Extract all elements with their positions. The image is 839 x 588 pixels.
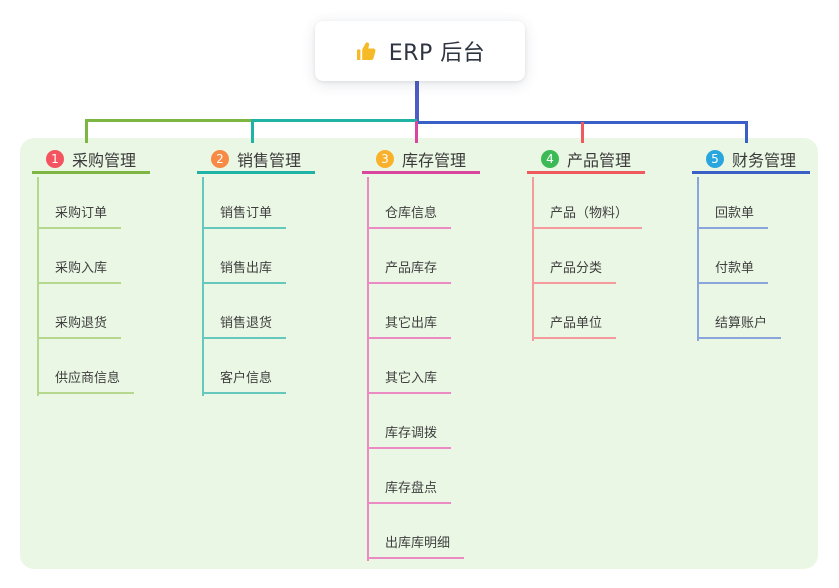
child-node[interactable]: 销售订单 xyxy=(202,199,287,229)
connector-drop-green xyxy=(85,119,88,143)
connector-root-line xyxy=(415,80,419,121)
child-node[interactable]: 产品库存 xyxy=(367,254,452,284)
branch-产品管理: 4 产品管理产品（物料） 产品分类产品单位 xyxy=(527,146,687,341)
branch-number-badge: 1 xyxy=(46,149,64,168)
branch-header[interactable]: 2 销售管理 xyxy=(197,146,315,174)
child-node[interactable]: 其它入库 xyxy=(367,364,452,394)
branch-header[interactable]: 1 采购管理 xyxy=(32,146,150,174)
branch-title: 销售管理 xyxy=(237,150,302,170)
branch-title: 产品管理 xyxy=(567,150,632,170)
branch-trunk-line xyxy=(202,177,204,396)
connector-drop-red xyxy=(581,122,584,143)
child-node[interactable]: 产品（物料） xyxy=(532,199,643,229)
branch-销售管理: 2 销售管理销售订单销售出库销售退货客户信息 xyxy=(197,146,357,396)
branch-财务管理: 5 财务管理回款单付款单结算账户 xyxy=(692,146,839,341)
thumbs-up-icon xyxy=(355,39,379,63)
branch-采购管理: 1 采购管理采购订单采购入库采购退货供应商信息 xyxy=(32,146,192,396)
child-node[interactable]: 客户信息 xyxy=(202,364,287,394)
root-node[interactable]: ERP 后台 xyxy=(315,21,525,81)
branch-库存管理: 3 库存管理仓库信息产品库存其它出库其它入库库存调拨库存盘点出库库明细 xyxy=(362,146,522,561)
child-node[interactable]: 采购订单 xyxy=(37,199,122,229)
child-node[interactable]: 出库库明细 xyxy=(367,529,465,559)
branch-number-badge: 2 xyxy=(211,149,229,168)
child-node[interactable]: 产品单位 xyxy=(532,309,617,339)
branch-header[interactable]: 4 产品管理 xyxy=(527,146,645,174)
branch-header[interactable]: 3 库存管理 xyxy=(362,146,480,174)
branch-trunk-line xyxy=(532,177,534,341)
branch-number-badge: 5 xyxy=(706,149,724,168)
child-node[interactable]: 销售退货 xyxy=(202,309,287,339)
child-node[interactable]: 库存盘点 xyxy=(367,474,452,504)
connector-bus-teal xyxy=(251,119,417,122)
child-node[interactable]: 结算账户 xyxy=(697,309,782,339)
branch-title: 财务管理 xyxy=(732,150,797,170)
connector-drop-teal xyxy=(251,119,254,143)
child-node[interactable]: 供应商信息 xyxy=(37,364,135,394)
branch-number-badge: 3 xyxy=(376,149,394,168)
branch-number-badge: 4 xyxy=(541,149,559,168)
child-node[interactable]: 销售出库 xyxy=(202,254,287,284)
branch-header[interactable]: 5 财务管理 xyxy=(692,146,810,174)
child-node[interactable]: 产品分类 xyxy=(532,254,617,284)
child-node[interactable]: 仓库信息 xyxy=(367,199,452,229)
connector-drop-blue xyxy=(745,122,748,143)
branch-title: 库存管理 xyxy=(402,150,467,170)
connector-bus-green xyxy=(85,119,253,122)
branch-trunk-line xyxy=(367,177,369,561)
child-node[interactable]: 采购退货 xyxy=(37,309,122,339)
branches-panel xyxy=(20,138,818,569)
branch-trunk-line xyxy=(37,177,39,396)
branch-trunk-line xyxy=(697,177,699,341)
child-node[interactable]: 回款单 xyxy=(697,199,769,229)
child-node[interactable]: 采购入库 xyxy=(37,254,122,284)
child-node[interactable]: 库存调拨 xyxy=(367,419,452,449)
branch-title: 采购管理 xyxy=(72,150,137,170)
child-node[interactable]: 其它出库 xyxy=(367,309,452,339)
connector-drop-magenta xyxy=(415,121,418,143)
child-node[interactable]: 付款单 xyxy=(697,254,769,284)
root-title: ERP 后台 xyxy=(388,41,486,66)
